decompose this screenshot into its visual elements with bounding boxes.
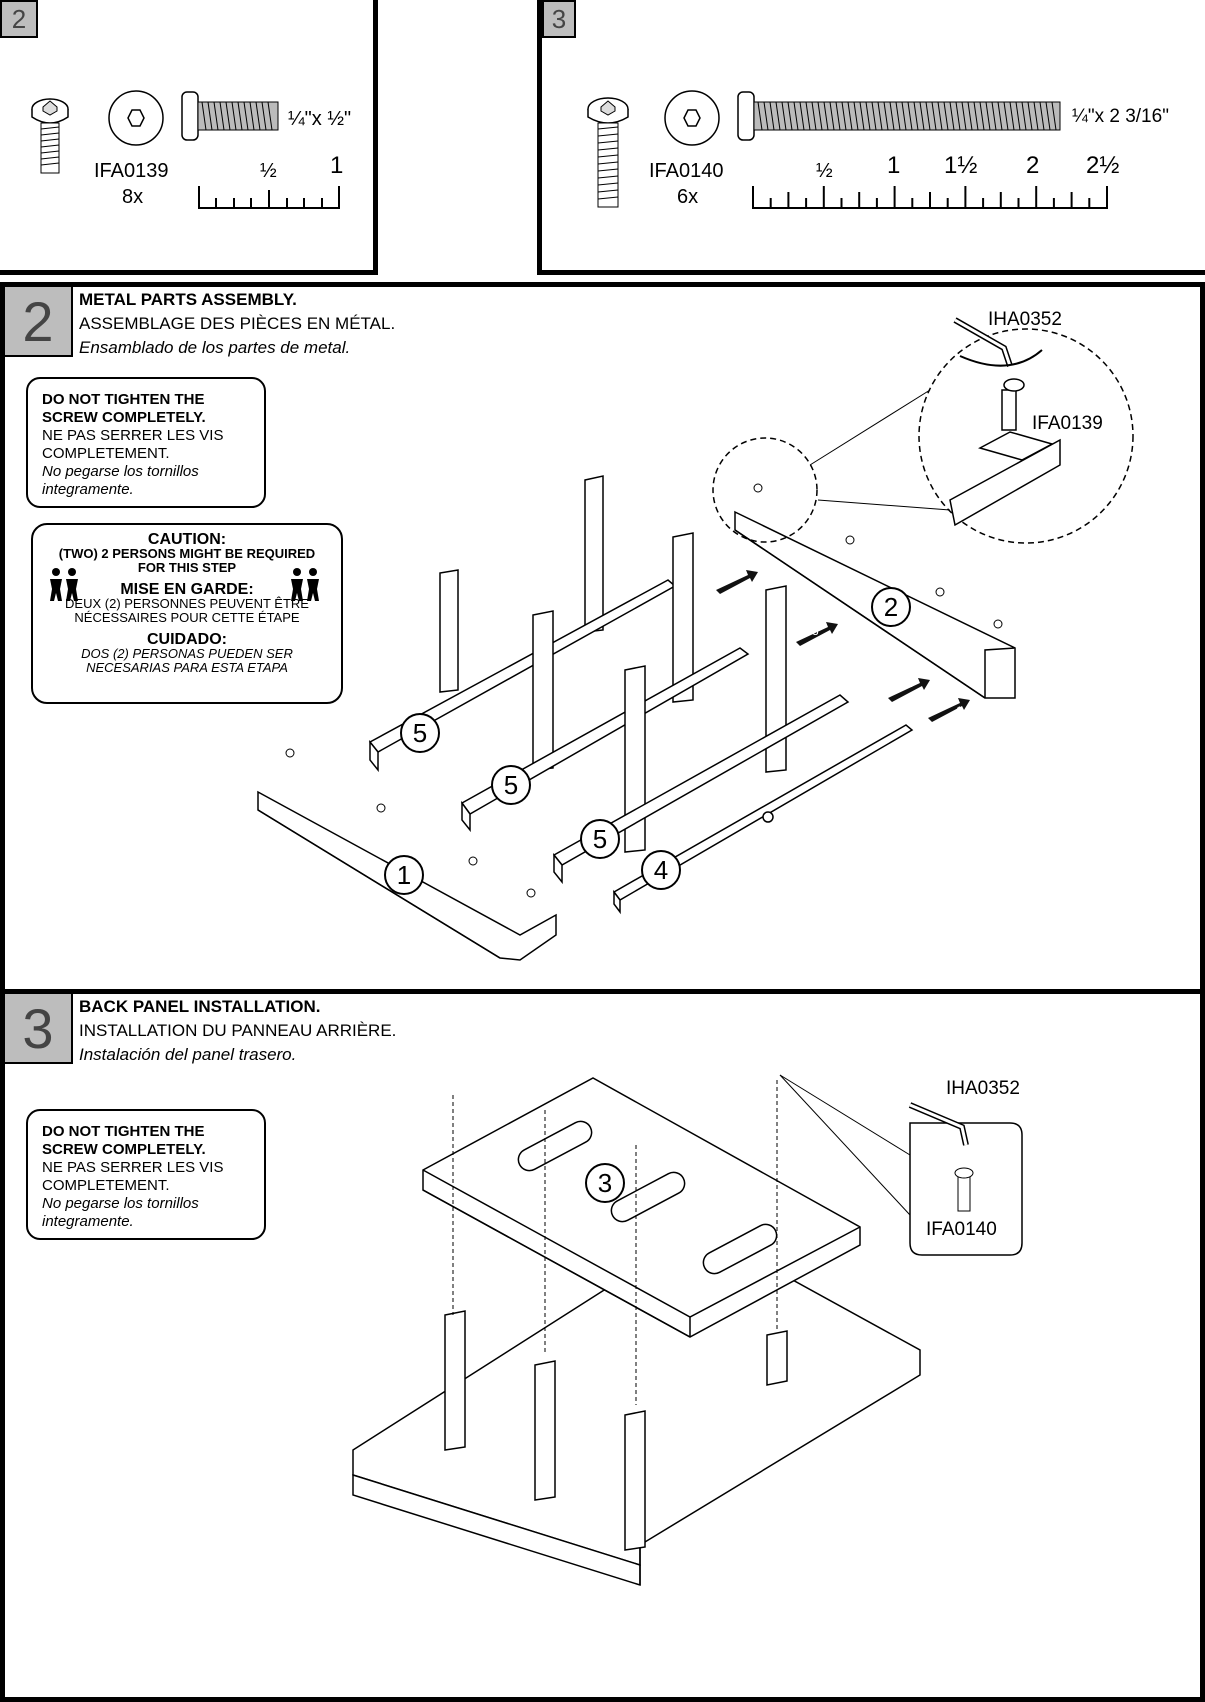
back-panel-diagram xyxy=(352,1074,1023,1587)
tool-label: IHA0352 xyxy=(988,309,1062,330)
ruler-label: 1½ xyxy=(944,152,978,179)
screw-head-top-icon xyxy=(108,90,164,146)
hardware-panel-ifa0139 xyxy=(0,0,378,275)
step-title-es: Ensamblado de los partes de metal. xyxy=(79,338,351,357)
do-not-tighten-note: DO NOT TIGHTEN THE SCREW COMPLETELY. NE … xyxy=(26,1109,266,1240)
step-3-panel xyxy=(0,989,1205,1702)
step-number-badge: 3 xyxy=(5,994,73,1064)
screw-side-icon xyxy=(181,91,279,141)
two-persons-icon xyxy=(50,568,78,601)
part-callout: 4 xyxy=(641,850,681,890)
ruler-label: ½ xyxy=(816,160,833,182)
part-callout: 5 xyxy=(491,765,531,805)
step-2-heading: METAL PARTS ASSEMBLY. ASSEMBLAGE DES PIÈ… xyxy=(79,288,395,360)
ruler-label: 1 xyxy=(887,152,901,179)
part-callout: 1 xyxy=(384,855,424,895)
part-callout: 5 xyxy=(400,713,440,753)
ruler-label: 2 xyxy=(1026,152,1040,179)
do-not-tighten-note: DO NOT TIGHTEN THE SCREW COMPLETELY. NE … xyxy=(26,377,266,508)
hardware-panel-ifa0140 xyxy=(537,0,1205,275)
metal-parts-diagram xyxy=(257,317,1134,961)
screw-icon xyxy=(587,97,629,208)
ruler-label-one: 1 xyxy=(330,152,344,179)
part-quantity: 6x xyxy=(677,186,699,208)
arrow-number: 1 xyxy=(956,704,963,718)
ruler xyxy=(752,186,1108,209)
step-title-en: BACK PANEL INSTALLATION. xyxy=(79,997,321,1016)
screw-side-icon xyxy=(737,91,1061,141)
part-code: IFA0139 xyxy=(94,160,169,182)
step-3-heading: BACK PANEL INSTALLATION. INSTALLATION DU… xyxy=(79,995,396,1067)
two-persons-icon xyxy=(291,568,319,601)
screw-icon xyxy=(31,98,69,174)
hardware-index-badge: 3 xyxy=(542,0,576,38)
hardware-index-badge: 2 xyxy=(0,0,38,38)
arrow-number: 3 xyxy=(812,624,819,638)
caution-box: CAUTION: (TWO) 2 PERSONS MIGHT BE REQUIR… xyxy=(31,523,343,704)
ruler xyxy=(198,186,340,209)
ruler-label-half: ½ xyxy=(260,160,277,182)
part-callout: 3 xyxy=(585,1163,625,1203)
arrow-number: 2 xyxy=(906,676,913,690)
screw-head-top-icon xyxy=(664,90,720,146)
step-title-en: METAL PARTS ASSEMBLY. xyxy=(79,290,297,309)
part-callout: 2 xyxy=(871,587,911,627)
part-quantity: 8x xyxy=(122,186,144,208)
step-title-fr: ASSEMBLAGE DES PIÈCES EN MÉTAL. xyxy=(79,314,396,333)
tool-label: IHA0352 xyxy=(946,1078,1020,1099)
step-title-fr: INSTALLATION DU PANNEAU ARRIÈRE. xyxy=(79,1021,397,1040)
part-code: IFA0140 xyxy=(649,160,724,182)
arrow-number: 4 xyxy=(720,572,727,586)
screw-label: IFA0139 xyxy=(1032,413,1103,434)
screw-size-label: ¼"x ½" xyxy=(288,108,352,130)
screw-size-label: ¼"x 2 3/16" xyxy=(1072,106,1169,127)
screw-label: IFA0140 xyxy=(926,1219,997,1240)
step-title-es: Instalación del panel trasero. xyxy=(79,1045,297,1064)
ruler-label: 2½ xyxy=(1086,152,1120,179)
part-callout: 5 xyxy=(580,819,620,859)
step-number-badge: 2 xyxy=(5,287,73,357)
